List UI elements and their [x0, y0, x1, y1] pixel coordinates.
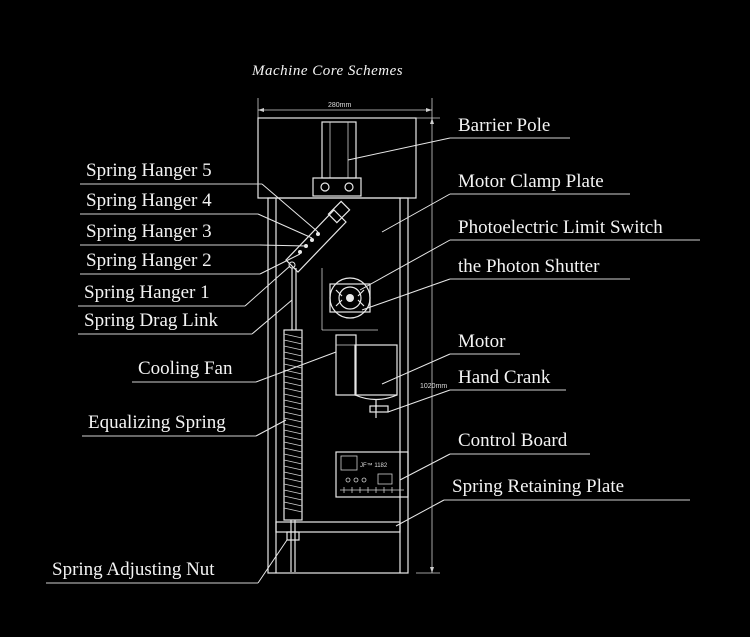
width-dimension-text: 280mm [328, 102, 352, 109]
label-spring-hanger-2: Spring Hanger 2 [86, 250, 212, 271]
motor [354, 344, 398, 410]
top-cap [257, 117, 417, 199]
spring-hanger-arm [285, 200, 351, 273]
label-photon-shutter: the Photon Shutter [458, 256, 600, 277]
label-hand-crank: Hand Crank [458, 367, 551, 388]
label-barrier-pole: Barrier Pole [458, 115, 550, 136]
motor-clamp-plate [312, 177, 362, 197]
control-board-text: JF™ 1182 [360, 462, 388, 469]
diagram-title: Machine Core Schemes [251, 63, 403, 79]
equalizing-spring [283, 329, 303, 521]
cabinet-body [267, 197, 409, 574]
label-motor-clamp-plate: Motor Clamp Plate [458, 171, 604, 192]
cooling-fan [335, 334, 357, 396]
photoelectric-switch [321, 268, 378, 331]
spring-adjusting-rod [286, 520, 300, 572]
hand-crank [369, 405, 389, 418]
barrier-pole [321, 121, 357, 179]
height-dimension: 1020mm [416, 117, 447, 574]
label-spring-adjusting-nut: Spring Adjusting Nut [52, 559, 215, 580]
width-dimension: 280mm [257, 98, 433, 118]
label-motor: Motor [458, 331, 506, 352]
label-spring-retaining-plate: Spring Retaining Plate [452, 476, 624, 497]
label-spring-drag-link: Spring Drag Link [84, 310, 219, 331]
label-spring-hanger-3: Spring Hanger 3 [86, 221, 212, 242]
label-spring-hanger-1: Spring Hanger 1 [84, 282, 210, 303]
label-equalizing-spring: Equalizing Spring [88, 412, 226, 433]
label-control-board: Control Board [458, 430, 568, 451]
label-spring-hanger-5: Spring Hanger 5 [86, 160, 212, 181]
height-dimension-text: 1020mm [420, 383, 447, 390]
control-board: JF™ 1182 [335, 451, 409, 498]
spring-retaining-plate [275, 521, 401, 533]
label-spring-hanger-4: Spring Hanger 4 [86, 190, 212, 211]
label-cooling-fan: Cooling Fan [138, 358, 233, 379]
label-photoelectric-limit-switch: Photoelectric Limit Switch [458, 217, 663, 238]
